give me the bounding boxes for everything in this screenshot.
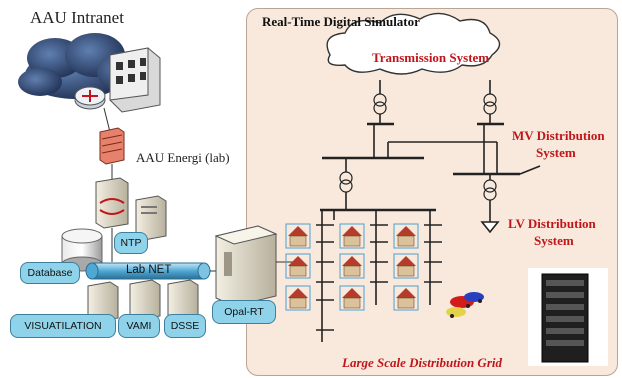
house-icon bbox=[339, 223, 365, 249]
lv-label-line2: System bbox=[534, 233, 574, 248]
lab-label: AAU Energi (lab) bbox=[136, 150, 230, 165]
opal-rt-label[interactable]: Opal-RT bbox=[212, 300, 276, 324]
house-icon bbox=[285, 223, 311, 249]
house-icon bbox=[393, 285, 419, 311]
houses-group bbox=[285, 223, 419, 311]
vami-label[interactable]: VAMI bbox=[118, 314, 160, 338]
intranet-title: AAU Intranet bbox=[30, 8, 124, 27]
building-icon bbox=[109, 47, 161, 113]
lab-net-label: Lab NET bbox=[126, 264, 172, 276]
firewall-icon bbox=[99, 127, 125, 165]
ntp-label[interactable]: NTP bbox=[114, 232, 148, 254]
visualisation-label[interactable]: VISUATILATION bbox=[10, 314, 116, 338]
rack-cabinet-icon bbox=[528, 268, 608, 366]
grid-label: Large Scale Distribution Grid bbox=[342, 355, 502, 370]
router-icon bbox=[74, 86, 106, 110]
grid-single-line-diagram bbox=[316, 80, 541, 342]
lv-label-line1: LV Distribution bbox=[508, 216, 596, 231]
opal-rt-server-icon bbox=[214, 225, 278, 307]
transmission-cloud-icon bbox=[326, 12, 501, 75]
house-icon bbox=[393, 223, 419, 249]
house-icon bbox=[285, 285, 311, 311]
mv-label-line2: System bbox=[536, 145, 576, 160]
house-icon bbox=[339, 253, 365, 279]
simulator-title: Real-Time Digital Simulator bbox=[262, 14, 420, 29]
house-icon bbox=[393, 253, 419, 279]
electric-cars-icon bbox=[446, 292, 484, 318]
house-icon bbox=[285, 253, 311, 279]
house-icon bbox=[339, 285, 365, 311]
transmission-label: Transmission System bbox=[372, 50, 490, 65]
mv-label-line1: MV Distribution bbox=[512, 128, 605, 143]
gateway-server-icon bbox=[95, 177, 129, 229]
dsse-label[interactable]: DSSE bbox=[164, 314, 206, 338]
database-label[interactable]: Database bbox=[20, 262, 80, 284]
